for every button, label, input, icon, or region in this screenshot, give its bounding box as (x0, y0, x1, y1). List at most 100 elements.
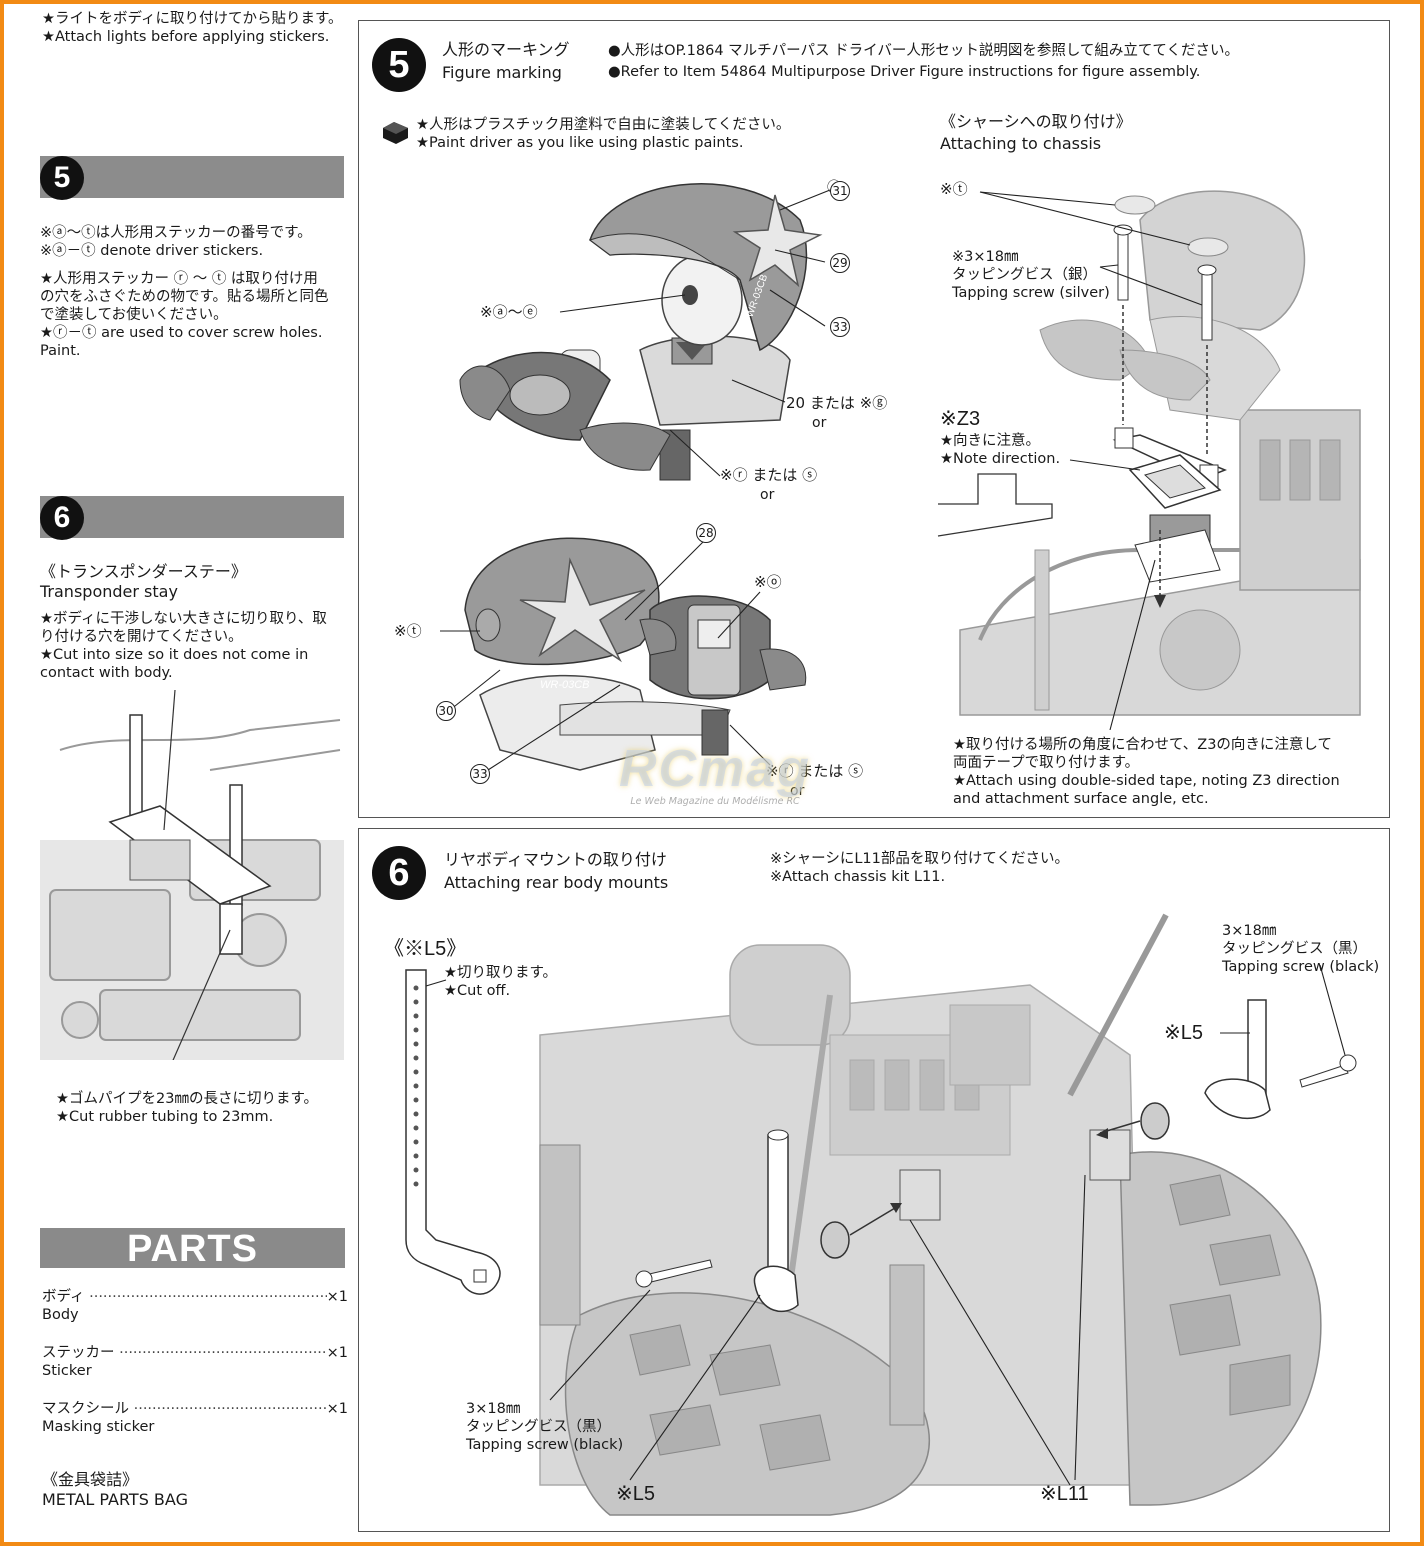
parts-item-masking: マスクシール ·································… (42, 1400, 348, 1418)
parts-item-qty: ×1 (326, 1401, 348, 1417)
driver-head-1 (661, 254, 743, 346)
helmet-text-2: WR-03CB (540, 679, 590, 691)
step5-reference-en: ●Refer to Item 54864 Multipurpose Driver… (608, 64, 1201, 80)
transponder-stay (108, 714, 272, 955)
transponder-note-en-1: ★Cut into size so it does not come in (40, 647, 309, 663)
transponder-title-jp: 《トランスポンダーステー》 (40, 562, 247, 581)
rubber-note-en: ★Cut rubber tubing to 23mm. (56, 1109, 274, 1125)
chassis-gray (959, 409, 1361, 716)
z3-note-en: ★Note direction. (940, 451, 1061, 467)
callout-r-or-s-1-or: or (760, 487, 775, 503)
callout-t-fig2: ※ⓣ (394, 622, 422, 640)
watermark-logo: RCmag (618, 740, 812, 798)
attach-title-jp: 《シャーシへの取り付け》 (940, 112, 1132, 131)
bag-title-en: METAL PARTS BAG (42, 1490, 188, 1509)
parts-item-sticker: ステッカー ··································… (42, 1344, 348, 1362)
tape-note-en-1: ★Attach using double-sided tape, noting … (953, 773, 1340, 789)
transponder-title-en: Transponder stay (40, 582, 178, 601)
parts-header: PARTS (40, 1228, 345, 1270)
step6-left-number: 6 (40, 496, 84, 540)
tapping-screw-silver-1 (1113, 224, 1133, 301)
figure1-callouts (559, 189, 831, 477)
cut-off-note: ★切り取ります。 ★Cut off. (444, 964, 557, 1000)
cut-off-jp: ★切り取ります。 (444, 965, 558, 981)
spacer-left (820, 1221, 850, 1259)
step5-left-number: 5 (40, 156, 84, 200)
left-screw-en: Tapping screw (black) (466, 1437, 624, 1453)
rear-tire-right (1119, 1151, 1322, 1506)
step6-title-en: Attaching rear body mounts (444, 873, 669, 892)
rubber-tubing-note: ★ゴムパイプを23㎜の長さに切ります。 ★Cut rubber tubing t… (56, 1090, 356, 1126)
callout-28: 28 (696, 523, 716, 543)
step6-title: リヤボディマウントの取り付け Attaching rear body mount… (444, 850, 668, 893)
step5-note1-en: ※ⓐ－ⓣ denote driver stickers. (40, 243, 264, 259)
driver-figure-2: WR-03CB (464, 537, 807, 771)
tapping-screw-silver-2 (1197, 264, 1217, 341)
transponder-note-en-2: contact with body. (40, 665, 173, 681)
callout-33-fig2: 33 (470, 764, 490, 784)
l11-bottom-label: ※L11 (1040, 1483, 1089, 1505)
step5-reference: ●人形はOP.1864 マルチパーパス ドライバー人形セット説明図を参照して組み… (608, 42, 1378, 81)
step5-note2-jp-1: ★人形用ステッカー ⓡ ～ ⓣ は取り付け用 (40, 271, 318, 287)
l5-bottom-label: ※L5 (616, 1483, 656, 1505)
l5-holes (413, 985, 419, 1187)
step6-note-en: ※Attach chassis kit L11. (770, 869, 946, 885)
shock-absorber (539, 1144, 925, 1426)
callout-20-or: or (812, 415, 827, 431)
z3-direction-diagram (937, 473, 1053, 537)
rubber-note-jp: ★ゴムパイプを23㎜の長さに切ります。 (56, 1091, 318, 1107)
chassis-attach-illustration (959, 190, 1361, 730)
body-mount-l5-left (753, 1129, 799, 1313)
step5-title-jp: 人形のマーキング (442, 40, 570, 59)
silver-screw-en: Tapping screw (silver) (952, 285, 1110, 301)
paint-note: ★人形はプラスチック用塗料で自由に塗装してください。 ★Paint driver… (416, 116, 836, 152)
step5-number: 5 (372, 38, 426, 92)
step5-note2-en-2: Paint. (40, 343, 81, 359)
paint-icon (383, 122, 408, 144)
transponder-note-jp-1: ★ボディに干渉しない大きさに切り取り、取 (40, 611, 327, 627)
step6-note: ※シャーシにL11部品を取り付けてください。 ※Attach chassis k… (770, 850, 1170, 886)
paint-note-jp: ★人形はプラスチック用塗料で自由に塗装してください。 (416, 117, 791, 133)
parts-item-jp: ボディ (42, 1289, 85, 1305)
transponder-note-jp-2: り付ける穴を開けてください。 (40, 629, 243, 645)
body-mount-l5-right (1204, 999, 1271, 1120)
figure2-callouts (440, 541, 771, 771)
parts-item-body: ボディ ····································… (42, 1288, 348, 1306)
callout-33: 33 (830, 317, 850, 337)
left-screw-jp: タッピングビス（黒） (466, 1419, 611, 1435)
leader-dots: ········································… (133, 1401, 327, 1417)
parts-item-jp: ステッカー (42, 1345, 115, 1361)
helmet-2: WR-03CB (464, 537, 660, 691)
tape-backing (1134, 529, 1221, 583)
callout-a-e: ※ⓐ～ⓔ (480, 303, 538, 321)
helmet-1: WR-03CB (588, 183, 823, 352)
z3-label: ※Z3 (940, 408, 981, 430)
spacer-right (1140, 1102, 1170, 1140)
metal-parts-bag: 《金具袋詰》 METAL PARTS BAG (42, 1470, 348, 1510)
step6-left-bar (40, 496, 344, 538)
gloves-2 (639, 618, 807, 691)
z3-note-jp: ★向きに注意。 (940, 433, 1040, 449)
l11-mount (899, 1129, 1131, 1221)
callout-30: 30 (436, 701, 456, 721)
gloves-1 (459, 365, 671, 471)
callout-r-or-s-1: ※ⓡ または ⓢ (720, 466, 818, 484)
driver-figure-1: WR-03CB (459, 183, 823, 481)
antenna (787, 913, 1169, 1286)
step5-title: 人形のマーキング Figure marking (442, 40, 570, 83)
tape-note-jp-1: ★取り付ける場所の角度に合わせて、Z3の向きに注意して (953, 737, 1332, 753)
silver-screw-label: ※3×18㎜ タッピングビス（銀） Tapping screw (silver) (952, 248, 1152, 302)
step6-left-title: 《トランスポンダーステー》 Transponder stay (40, 562, 350, 602)
step6-left-notes: ★ボディに干渉しない大きさに切り取り、取 り付ける穴を開けてください。 ★Cut… (40, 610, 350, 682)
sticker-t-1 (1114, 195, 1156, 215)
step5-note2-jp-2: の穴をふさぐための物です。貼る場所と同色 (40, 289, 329, 305)
top-note-jp: ★ライトをボディに取り付けてから貼ります。 (42, 11, 343, 27)
parts-item-en: Masking sticker (42, 1419, 155, 1435)
l5-detail-label: 《※L5》 (384, 938, 467, 960)
step5-title-en: Figure marking (442, 63, 562, 82)
parts-item-jp: マスクシール (42, 1401, 129, 1417)
left-screw-size: 3×18㎜ (466, 1401, 521, 1417)
left-top-note: ★ライトをボディに取り付けてから貼ります。 ★Attach lights bef… (42, 10, 352, 46)
watermark: RCmag Le Web Magazine du Modélisme RC (560, 742, 870, 807)
